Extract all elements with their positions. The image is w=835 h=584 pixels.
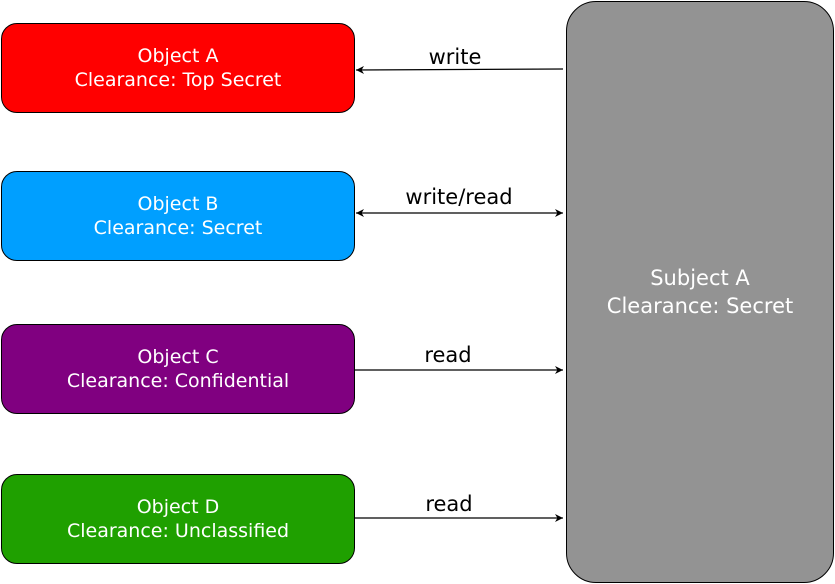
edge-label-write-read: write/read [405,185,512,209]
object-c-box: Object C Clearance: Confidential [1,324,355,414]
object-c-clearance: Clearance: Confidential [66,370,290,392]
subject-a-name: Subject A [650,266,750,290]
arrow-write-a [355,65,564,74]
object-b-clearance: Clearance: Secret [93,217,263,239]
object-b-name: Object B [137,193,219,215]
edge-label-write: write [429,45,482,69]
edge-label-read-d: read [425,492,472,516]
subject-a-clearance: Clearance: Secret [606,294,794,318]
object-d-box: Object D Clearance: Unclassified [1,474,355,564]
object-d-clearance: Clearance: Unclassified [66,520,290,542]
edge-label-read-c: read [424,343,471,367]
subject-a-box: Subject A Clearance: Secret [566,1,834,583]
object-a-name: Object A [137,45,219,67]
object-c-name: Object C [137,346,219,368]
object-b-box: Object B Clearance: Secret [1,171,355,261]
object-a-box: Object A Clearance: Top Secret [1,23,355,113]
object-a-clearance: Clearance: Top Secret [74,69,282,91]
object-d-name: Object D [136,496,220,518]
